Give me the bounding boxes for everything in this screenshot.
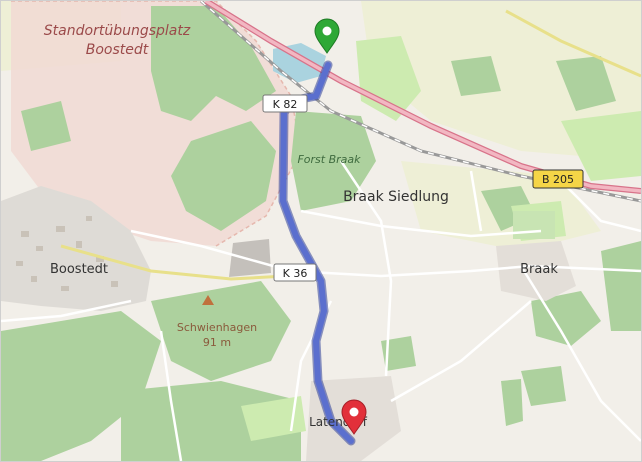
industrial-block xyxy=(229,239,271,277)
woodland-areas xyxy=(1,6,641,461)
road-shield-k-north-label: K 82 xyxy=(273,98,298,111)
end-marker-icon[interactable] xyxy=(341,399,367,435)
label-schwienhagen: Schwienhagen xyxy=(177,321,257,334)
residential-boostedt xyxy=(1,186,151,311)
start-marker-icon[interactable] xyxy=(314,18,340,54)
road-shield-k-north[interactable]: K 82 xyxy=(262,94,308,113)
label-braak-siedlung[interactable]: Braak Siedlung xyxy=(343,189,449,205)
road-shield-b205[interactable]: B 205 xyxy=(532,169,584,189)
scrub-area xyxy=(513,211,555,239)
label-military-area-line2: Boostedt xyxy=(86,42,149,58)
label-schwienhagen-elevation: 91 m xyxy=(203,336,231,349)
road-shield-k36[interactable]: K 36 xyxy=(273,263,317,282)
label-boostedt[interactable]: Boostedt xyxy=(50,262,108,277)
yellow-road xyxy=(60,244,287,281)
yellow-road-north xyxy=(505,9,641,78)
military-area-border xyxy=(11,1,302,247)
minor-roads xyxy=(1,160,641,461)
road-shield-b205-label: B 205 xyxy=(542,173,574,186)
residential-braak xyxy=(496,241,576,301)
b205-road xyxy=(204,1,641,194)
label-forest: Forst Braak xyxy=(297,153,361,166)
peak-icon xyxy=(202,295,214,305)
buildings xyxy=(16,216,118,291)
road-shield-k36-label: K 36 xyxy=(283,267,308,280)
label-braak[interactable]: Braak xyxy=(520,262,558,277)
label-military-area-line1: Standortübungsplatz xyxy=(44,23,191,39)
